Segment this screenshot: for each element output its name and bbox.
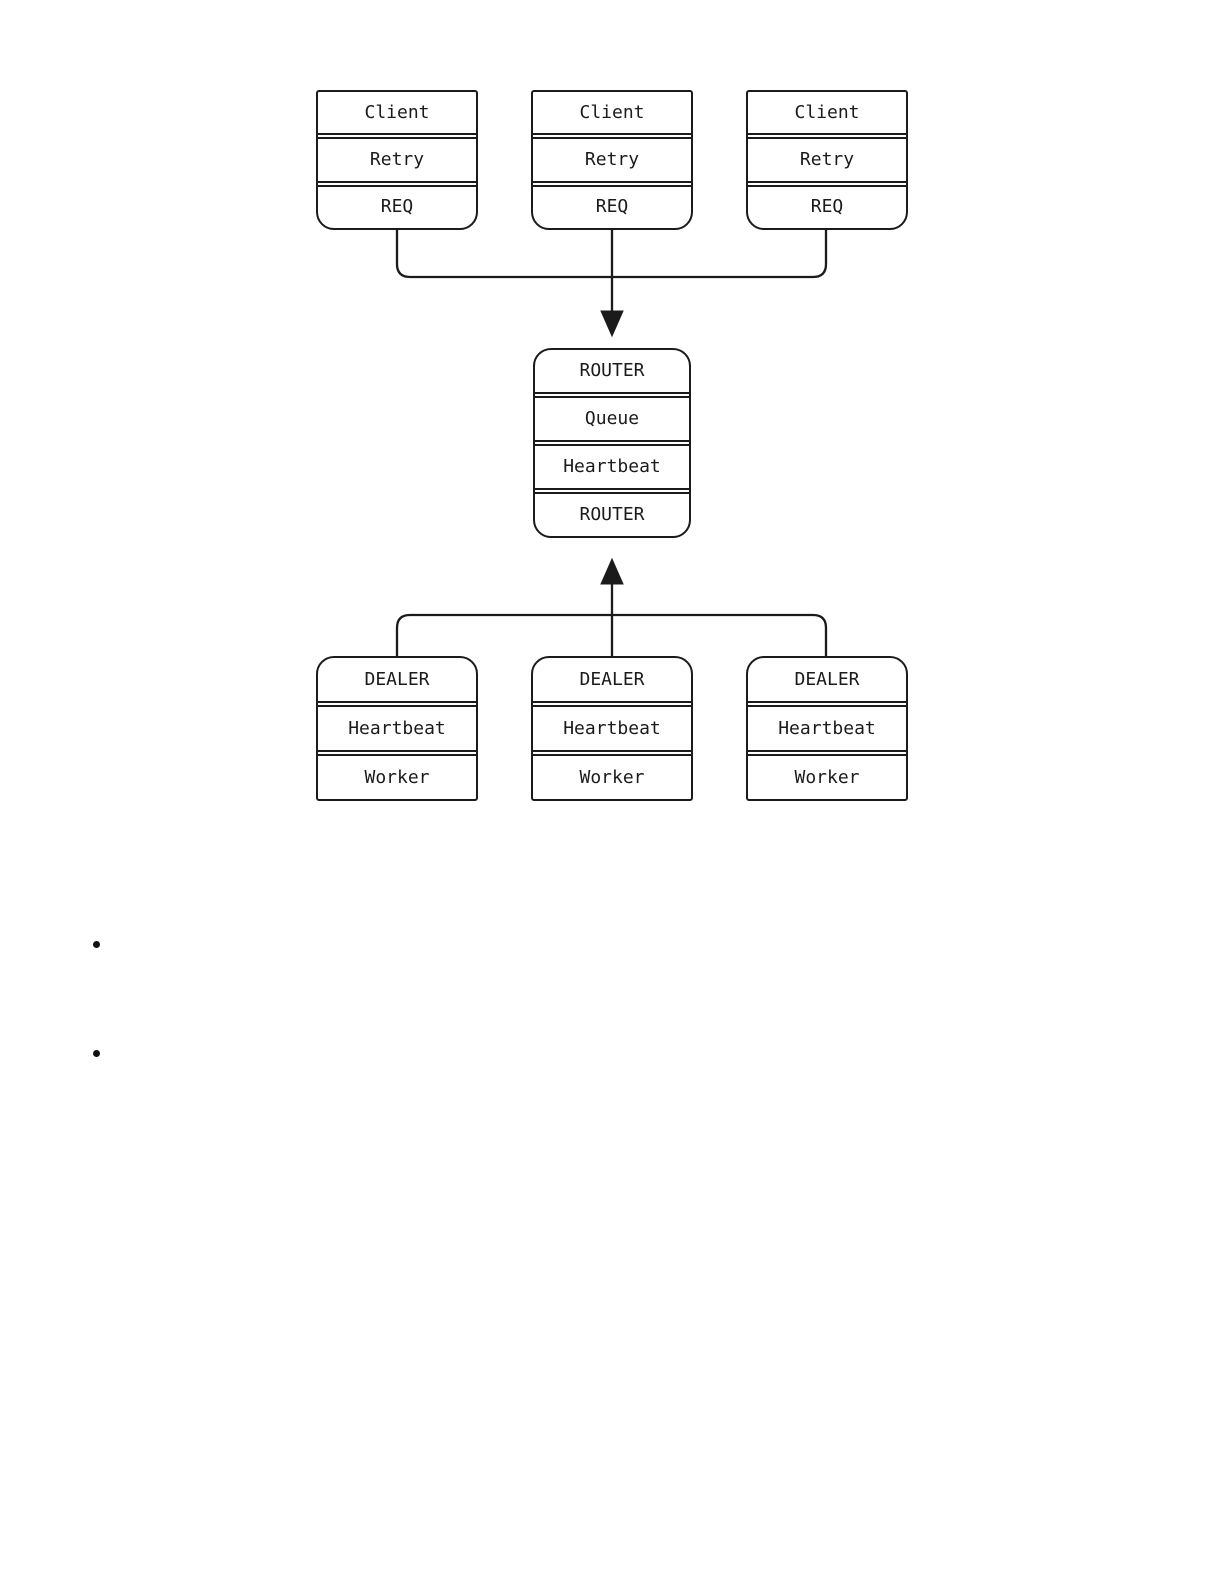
bullet-marker bbox=[93, 941, 100, 948]
worker-label: Worker bbox=[318, 754, 476, 799]
worker-bus-line bbox=[395, 613, 828, 656]
client-bus-line bbox=[395, 230, 828, 279]
worker-node-1: DEALER Heartbeat Worker bbox=[316, 656, 484, 807]
client-node-2: Client Retry REQ bbox=[531, 90, 699, 236]
queue-label: Queue bbox=[535, 396, 689, 442]
worker-node-3: DEALER Heartbeat Worker bbox=[746, 656, 914, 807]
heartbeat-label: Heartbeat bbox=[535, 444, 689, 490]
client-label: Client bbox=[748, 92, 906, 136]
client-label: Client bbox=[533, 92, 691, 136]
dealer-socket-label: DEALER bbox=[748, 658, 906, 703]
dealer-socket-label: DEALER bbox=[318, 658, 476, 703]
down-arrowhead-icon bbox=[600, 310, 624, 338]
router-socket-label: ROUTER bbox=[535, 492, 689, 536]
heartbeat-label: Heartbeat bbox=[318, 705, 476, 752]
client-node-3: Client Retry REQ bbox=[746, 90, 914, 236]
broker-node: ROUTER Queue Heartbeat ROUTER bbox=[533, 348, 697, 544]
retry-label: Retry bbox=[318, 137, 476, 183]
client-label: Client bbox=[318, 92, 476, 136]
up-arrowhead-icon bbox=[600, 557, 624, 585]
req-socket-label: REQ bbox=[318, 184, 476, 228]
heartbeat-label: Heartbeat bbox=[748, 705, 906, 752]
req-socket-label: REQ bbox=[748, 184, 906, 228]
retry-label: Retry bbox=[748, 137, 906, 183]
req-socket-label: REQ bbox=[533, 184, 691, 228]
dealer-socket-label: DEALER bbox=[533, 658, 691, 703]
worker-label: Worker bbox=[748, 754, 906, 799]
router-socket-label: ROUTER bbox=[535, 350, 689, 394]
heartbeat-label: Heartbeat bbox=[533, 705, 691, 752]
worker-node-2: DEALER Heartbeat Worker bbox=[531, 656, 699, 807]
bullet-marker bbox=[93, 1050, 100, 1057]
retry-label: Retry bbox=[533, 137, 691, 183]
client-node-1: Client Retry REQ bbox=[316, 90, 484, 236]
worker-label: Worker bbox=[533, 754, 691, 799]
